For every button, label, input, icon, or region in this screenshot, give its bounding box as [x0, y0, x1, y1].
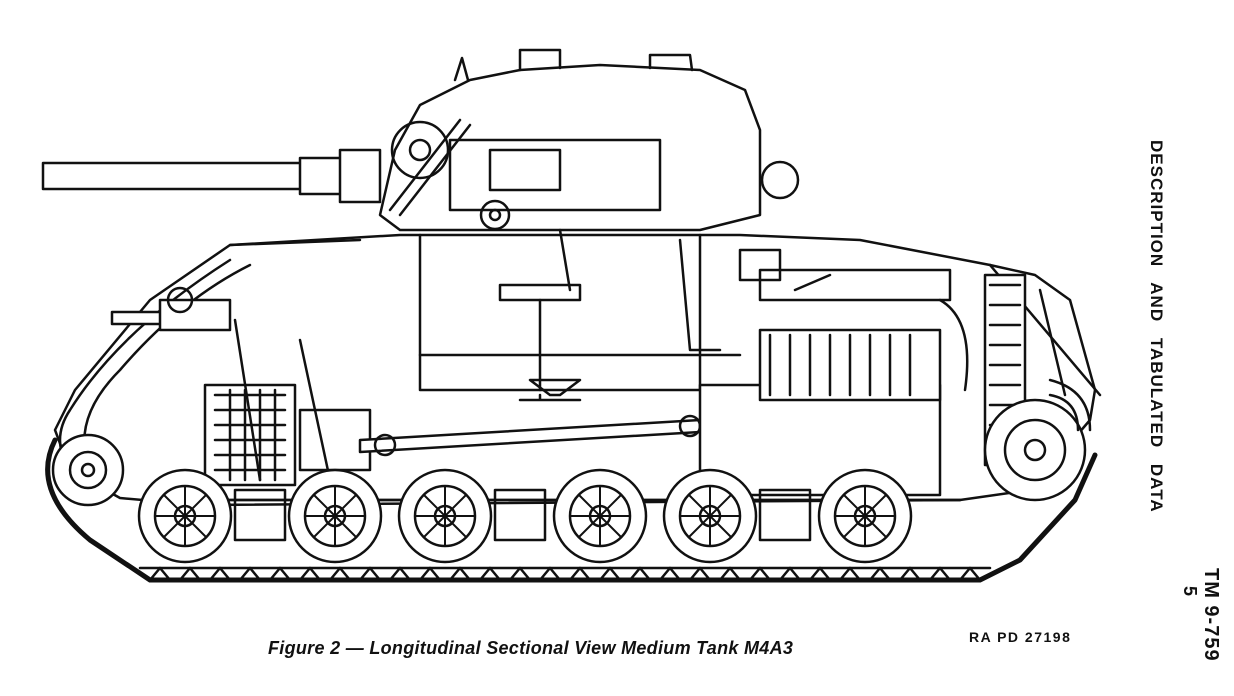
- main-gun: [41, 148, 382, 204]
- crew-seats: [498, 228, 722, 402]
- front-idler: [51, 433, 125, 507]
- manual-number: TM 9-759: [1200, 568, 1222, 662]
- section-title: DESCRIPTION AND TABULATED DATA: [1147, 140, 1166, 513]
- drive-sprocket: [983, 378, 1092, 502]
- plate-number: RA PD 27198: [969, 629, 1072, 645]
- track-grousers: [148, 566, 982, 582]
- road-wheels: [137, 468, 913, 564]
- engine: [698, 248, 1027, 497]
- page-number: 5: [1180, 586, 1200, 597]
- bow-machine-gun: [110, 286, 232, 332]
- figure-caption: Figure 2 — Longitudinal Sectional View M…: [268, 638, 794, 658]
- turret: [378, 48, 800, 232]
